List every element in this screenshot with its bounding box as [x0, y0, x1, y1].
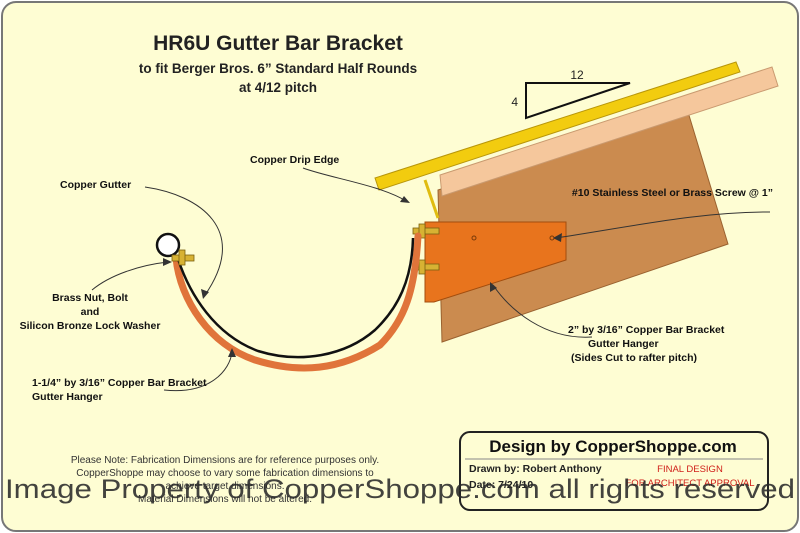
drip-edge — [374, 61, 741, 191]
title-block — [459, 431, 769, 511]
diagram-subtitle: to fit Berger Bros. 6” Standard Half Rou… — [139, 61, 417, 76]
label-nut-bolt-line2: and — [81, 306, 100, 318]
leader-large-bracket — [492, 284, 593, 338]
leader-nut-bolt — [91, 261, 169, 291]
title-block-heading: Design by CopperShoppe.com — [489, 437, 736, 456]
diagram-title: HR6U Gutter Bar Bracket — [153, 32, 403, 55]
brass-nut-bolt — [171, 249, 195, 266]
label-copper-gutter: Copper Gutter — [60, 179, 131, 191]
label-screw: #10 Stainless Steel or Brass Screw @ 1” — [572, 187, 773, 199]
label-small-bracket-line1: 1-1/4” by 3/16” Copper Bar Bracket — [32, 377, 207, 389]
gutter-bead — [155, 232, 181, 258]
leader-drip-edge — [302, 167, 407, 202]
copyright-watermark: Image Property of CopperShoppe.com all r… — [5, 474, 795, 504]
large-copper-bracket — [424, 221, 567, 303]
arrow-large-bracket — [490, 282, 497, 292]
pitch-run-label: 12 — [570, 68, 584, 82]
small-bar-bracket-hanger — [172, 232, 422, 372]
arrow-screw — [553, 233, 562, 242]
bracket-screw-hole-1 — [471, 235, 477, 241]
arrow-small-bracket — [228, 348, 236, 357]
arrow-nut-bolt — [163, 258, 172, 266]
arrow-drip-edge — [400, 196, 410, 203]
pitch-triangle — [525, 82, 631, 120]
label-large-bracket-line3: (Sides Cut to rafter pitch) — [571, 352, 697, 364]
bracket-bolt-upper — [412, 223, 440, 239]
arrow-copper-gutter — [201, 289, 209, 299]
leader-screw — [555, 211, 771, 239]
title-block-drawn-by: Drawn by: Robert Anthony — [469, 463, 602, 475]
roof-deck — [439, 66, 779, 197]
label-large-bracket-line1: 2” by 3/16” Copper Bar Bracket — [568, 324, 725, 336]
title-block-status-line2: FOR ARCHITECT APPROVAL — [626, 478, 755, 489]
pitch-rise-label: 4 — [511, 95, 518, 109]
title-block-status-line1: FINAL DESIGN — [657, 464, 723, 475]
copper-gutter — [176, 237, 415, 359]
leader-small-bracket — [163, 351, 233, 392]
note-line-1: Please Note: Fabrication Dimensions are … — [71, 455, 379, 466]
note-line-4: Material Dimensions will not be altered. — [138, 494, 312, 505]
label-large-bracket-line2: Gutter Hanger — [588, 338, 659, 350]
label-nut-bolt-line3: Silicon Bronze Lock Washer — [20, 320, 161, 332]
label-copper-drip-edge: Copper Drip Edge — [250, 154, 339, 166]
label-nut-bolt-line1: Brass Nut, Bolt — [52, 292, 128, 304]
note-line-2: CopperShoppe may choose to vary some fab… — [76, 468, 374, 479]
label-small-bracket-line2: Gutter Hanger — [32, 391, 103, 403]
note-line-3: achieve target dimensions. — [166, 481, 285, 492]
diagram-pitch-title: at 4/12 pitch — [239, 80, 317, 95]
leader-copper-gutter — [144, 186, 223, 296]
drip-edge-flange — [423, 179, 440, 219]
title-block-date: Date: 7/24/10 — [469, 479, 533, 491]
